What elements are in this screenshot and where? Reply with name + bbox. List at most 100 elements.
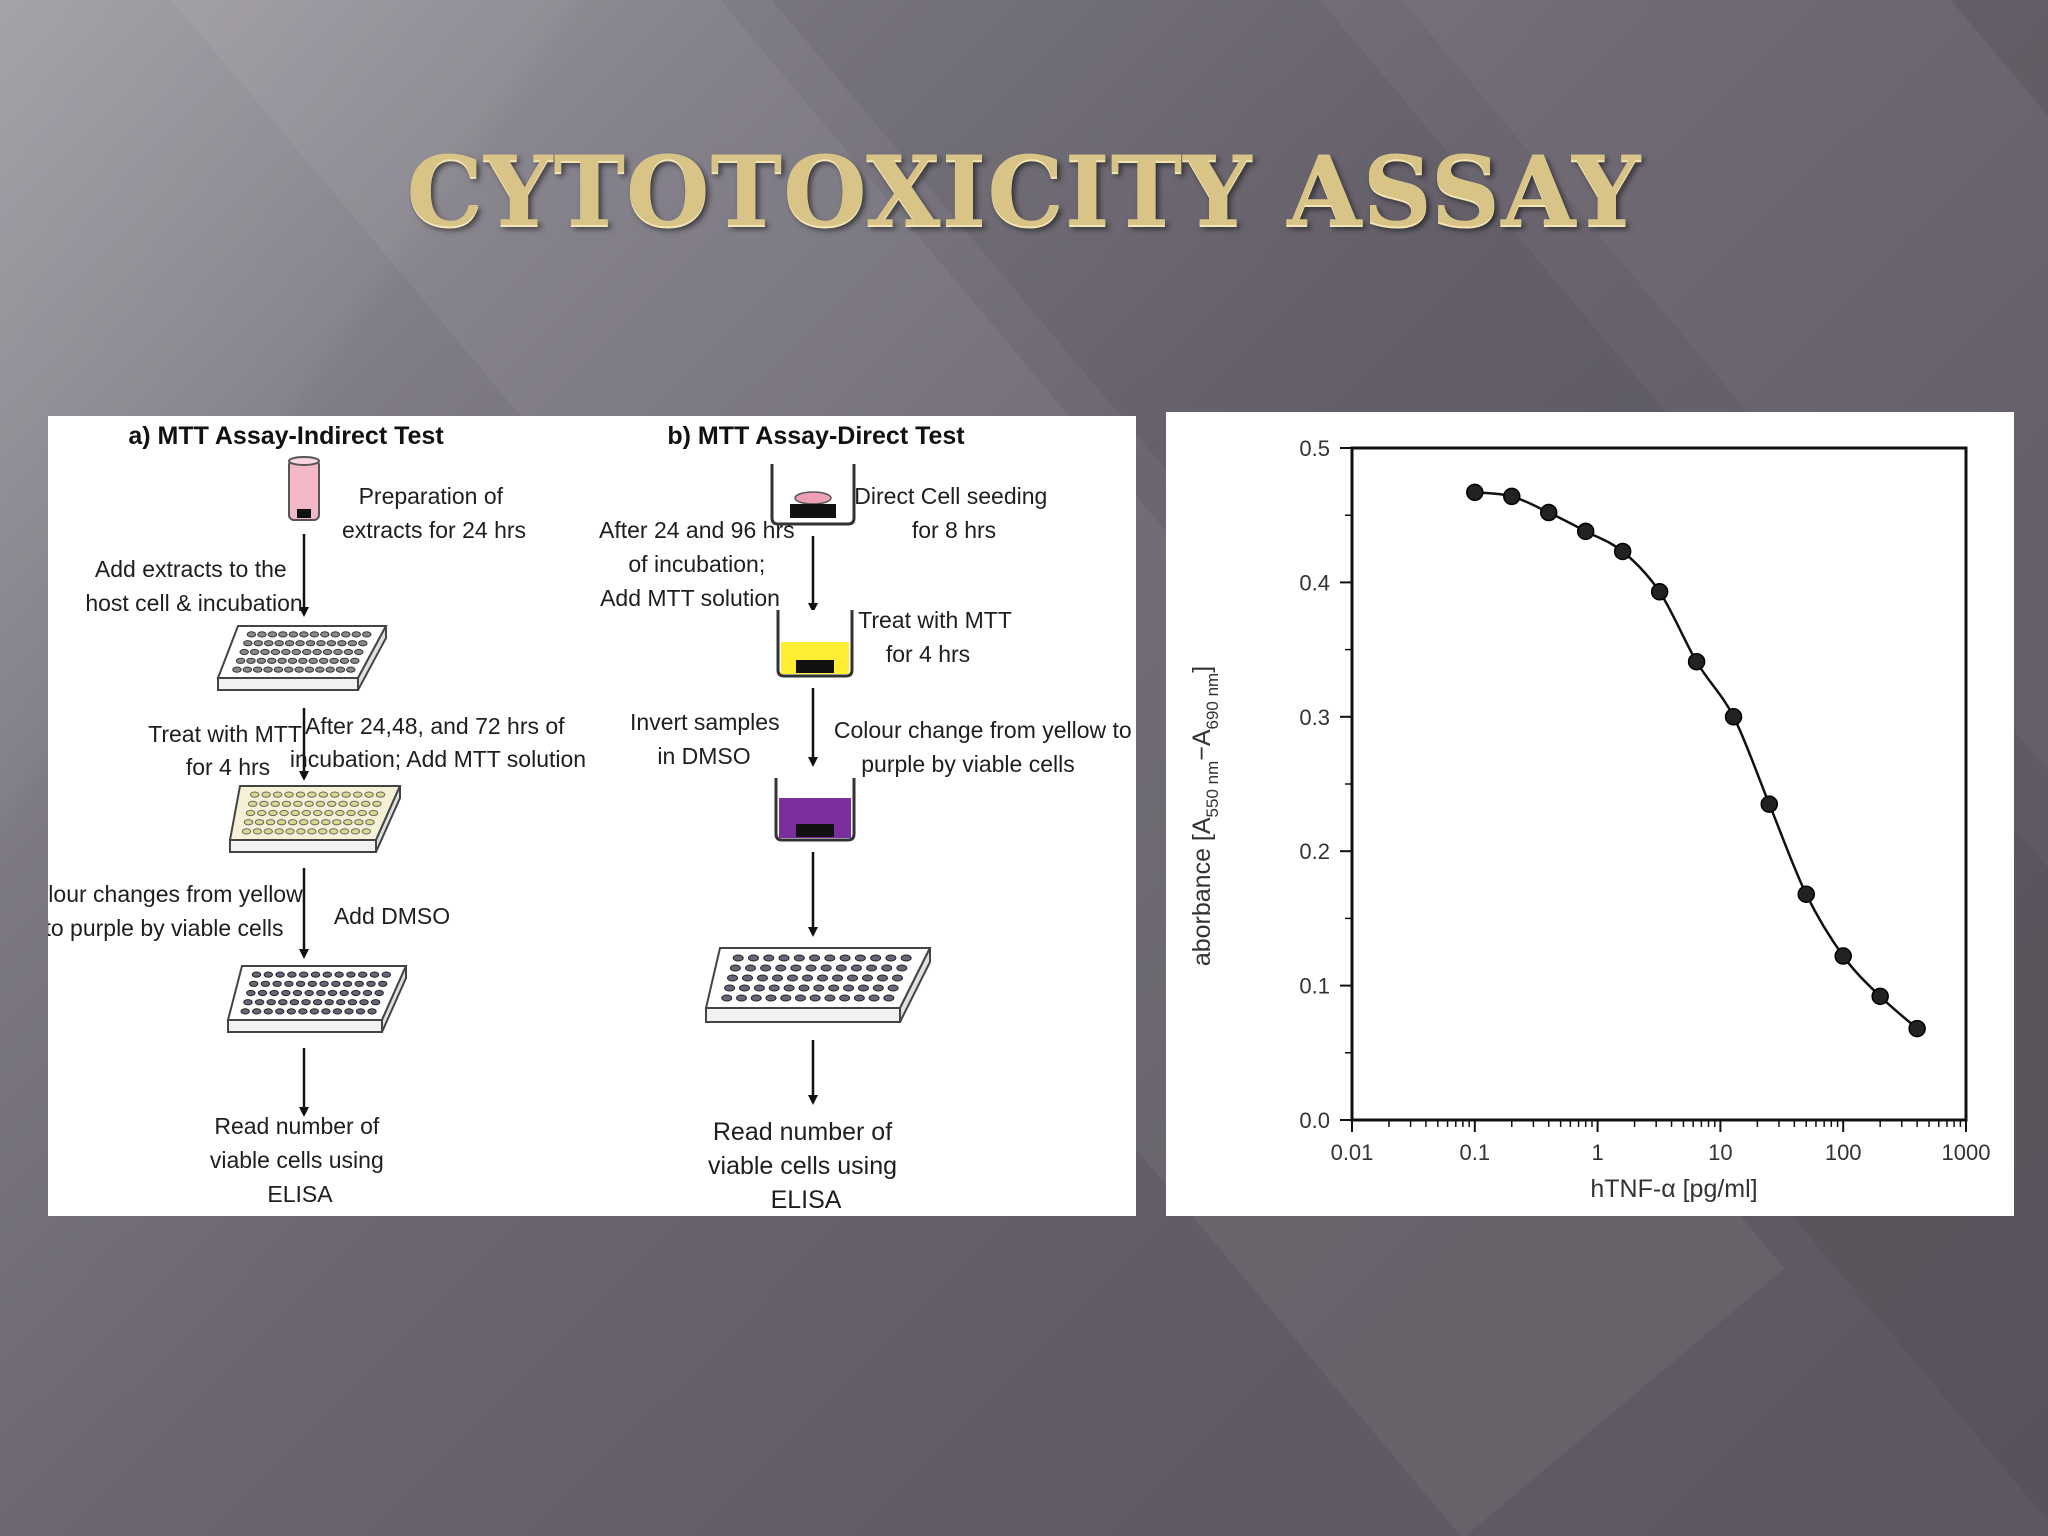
well — [265, 819, 276, 826]
well — [248, 980, 259, 987]
well — [757, 974, 768, 982]
well — [877, 974, 888, 982]
well — [763, 954, 775, 962]
well — [240, 1008, 250, 1015]
well — [294, 666, 304, 673]
well — [341, 791, 351, 798]
well — [355, 1008, 366, 1015]
well — [320, 631, 330, 638]
well — [243, 999, 253, 1006]
well — [338, 800, 348, 807]
well — [310, 971, 321, 978]
well — [263, 828, 273, 835]
well — [304, 666, 315, 673]
well — [350, 828, 361, 835]
x-tick-label: 1 — [1591, 1140, 1603, 1165]
well — [381, 971, 391, 978]
well — [365, 819, 375, 826]
well — [235, 657, 246, 664]
well — [333, 648, 343, 656]
well — [341, 631, 351, 638]
data-point — [1797, 885, 1815, 903]
well — [269, 989, 279, 997]
well — [281, 800, 292, 807]
well — [346, 666, 356, 673]
well — [318, 828, 328, 835]
well — [252, 1008, 262, 1015]
well — [286, 1008, 297, 1015]
well — [291, 648, 301, 656]
well — [351, 631, 361, 638]
well — [241, 828, 252, 835]
well — [272, 791, 283, 798]
mtt-flowchart-panel: a) MTT Assay-Indirect Test Preparation o… — [48, 416, 1136, 1216]
well — [768, 984, 780, 992]
step-treat-mtt-indirect: Treat with MTT for 4 hrs — [148, 721, 308, 780]
well — [828, 984, 840, 992]
well — [247, 800, 258, 807]
well — [364, 791, 374, 798]
well — [281, 648, 291, 656]
well — [809, 994, 821, 1002]
data-point — [1576, 522, 1595, 541]
y-tick-label: 0.5 — [1299, 436, 1330, 461]
well — [330, 631, 341, 638]
well — [339, 989, 349, 997]
well — [259, 800, 269, 807]
x-tick-label: 100 — [1825, 1140, 1862, 1165]
well — [335, 809, 345, 817]
well — [354, 980, 364, 987]
well — [281, 989, 291, 997]
well — [263, 971, 274, 978]
well — [750, 994, 762, 1002]
data-point — [1834, 947, 1852, 965]
well — [346, 809, 356, 817]
well — [246, 631, 257, 638]
well — [862, 974, 873, 982]
well — [765, 994, 777, 1002]
well — [817, 974, 828, 982]
well — [778, 954, 790, 962]
well — [243, 640, 253, 647]
well — [729, 964, 741, 972]
well — [274, 828, 284, 835]
well — [312, 999, 323, 1006]
well — [267, 631, 278, 638]
well — [287, 819, 298, 826]
well — [887, 984, 899, 992]
well — [369, 971, 380, 978]
well — [798, 984, 810, 992]
well — [310, 819, 320, 826]
well — [339, 828, 350, 835]
well — [358, 971, 368, 978]
culture-dish-icon — [770, 464, 856, 526]
well — [783, 984, 795, 992]
y-tick-label: 0.1 — [1299, 974, 1330, 999]
well — [316, 989, 326, 997]
well — [263, 666, 273, 673]
well — [298, 1008, 308, 1015]
well — [790, 964, 802, 972]
well — [900, 954, 912, 962]
well — [857, 984, 869, 992]
well — [284, 980, 294, 987]
step-preparation: Preparation of extracts for 24 hrs — [342, 483, 526, 543]
well — [360, 800, 371, 807]
well — [854, 954, 866, 962]
well — [347, 640, 358, 647]
well — [321, 819, 331, 826]
step-colour-change-direct: Colour change from yellow to purple by v… — [834, 717, 1136, 777]
well — [832, 974, 843, 982]
well — [298, 819, 309, 826]
well — [820, 964, 832, 972]
data-point — [1650, 583, 1669, 601]
well — [332, 1008, 343, 1015]
fit-curve — [1474, 491, 1918, 1030]
well — [853, 994, 865, 1002]
well — [254, 819, 265, 826]
well — [350, 657, 360, 664]
data-point — [1503, 487, 1521, 506]
well — [253, 640, 263, 647]
well — [896, 964, 908, 972]
well — [315, 666, 325, 673]
